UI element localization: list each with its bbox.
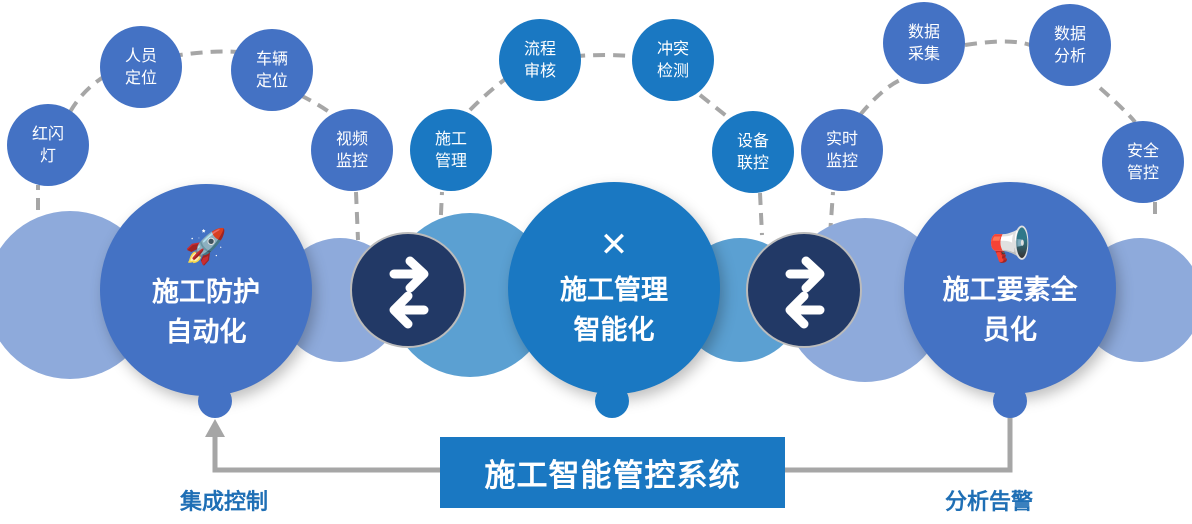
node-label: 红闪灯	[31, 124, 64, 165]
hub-elements-full: 📢 施工要素全 员化	[904, 182, 1116, 394]
node-data-collection: 数据采集	[883, 2, 965, 84]
node-equipment-linkage: 设备联控	[712, 111, 794, 193]
up-arrowhead	[205, 419, 225, 437]
node-label: 设备联控	[736, 131, 769, 172]
node-video-monitor: 视频监控	[311, 109, 393, 191]
integrated-control-label: 集成控制	[180, 490, 269, 515]
node-process-review: 流程审核	[499, 19, 581, 101]
node-safety-control: 安全管控	[1102, 121, 1184, 203]
exchange-arrows-icon	[746, 232, 862, 348]
node-construction-mgmt: 施工管理	[410, 109, 492, 191]
node-label: 数据分析	[1053, 24, 1086, 65]
left-connector-line	[212, 432, 440, 473]
rocket-icon: 🚀	[184, 227, 228, 267]
node-label: 实时监控	[825, 129, 858, 170]
node-label: 人员定位	[124, 46, 157, 87]
exchange-arrows-icon	[350, 232, 466, 348]
node-label: 冲突检测	[656, 39, 689, 80]
tools-icon: ✕	[599, 225, 629, 265]
node-label: 车辆定位	[255, 49, 288, 90]
node-label: 流程审核	[523, 39, 556, 80]
node-personnel-location: 人员定位	[100, 26, 182, 108]
dot-left	[198, 384, 232, 418]
exchange-arrows-glyph	[389, 256, 429, 329]
node-label: 安全管控	[1126, 141, 1159, 182]
node-label: 视频监控	[335, 129, 368, 170]
node-vehicle-location: 车辆定位	[231, 29, 313, 111]
exchange-arrows-glyph	[785, 256, 825, 329]
dot-right	[993, 384, 1027, 418]
node-conflict-detection: 冲突检测	[632, 19, 714, 101]
dot-middle	[595, 384, 629, 418]
analysis-alarm-label: 分析告警	[945, 490, 1034, 515]
hub-title: 施工防护	[152, 277, 260, 308]
right-connector-line	[785, 415, 1013, 473]
arc-right	[828, 39, 1157, 236]
node-red-flash-light: 红闪灯	[7, 104, 89, 186]
hub-title: 施工要素全	[942, 275, 1078, 306]
hub-protection-automation: 🚀 施工防护 自动化	[100, 184, 312, 396]
hub-title: 员化	[983, 315, 1037, 346]
hub-title: 自动化	[165, 317, 247, 348]
hub-title: 施工管理	[560, 275, 668, 306]
node-label: 施工管理	[434, 129, 467, 170]
hub-title: 智能化	[573, 315, 655, 346]
node-realtime-monitor: 实时监控	[801, 109, 883, 191]
megaphone-icon: 📢	[988, 225, 1032, 265]
system-title-box: 施工智能管控系统	[440, 437, 785, 508]
node-data-analysis: 数据分析	[1029, 4, 1111, 86]
node-label: 数据采集	[907, 22, 940, 63]
hub-management-intelligence: ✕ 施工管理 智能化	[508, 182, 720, 394]
